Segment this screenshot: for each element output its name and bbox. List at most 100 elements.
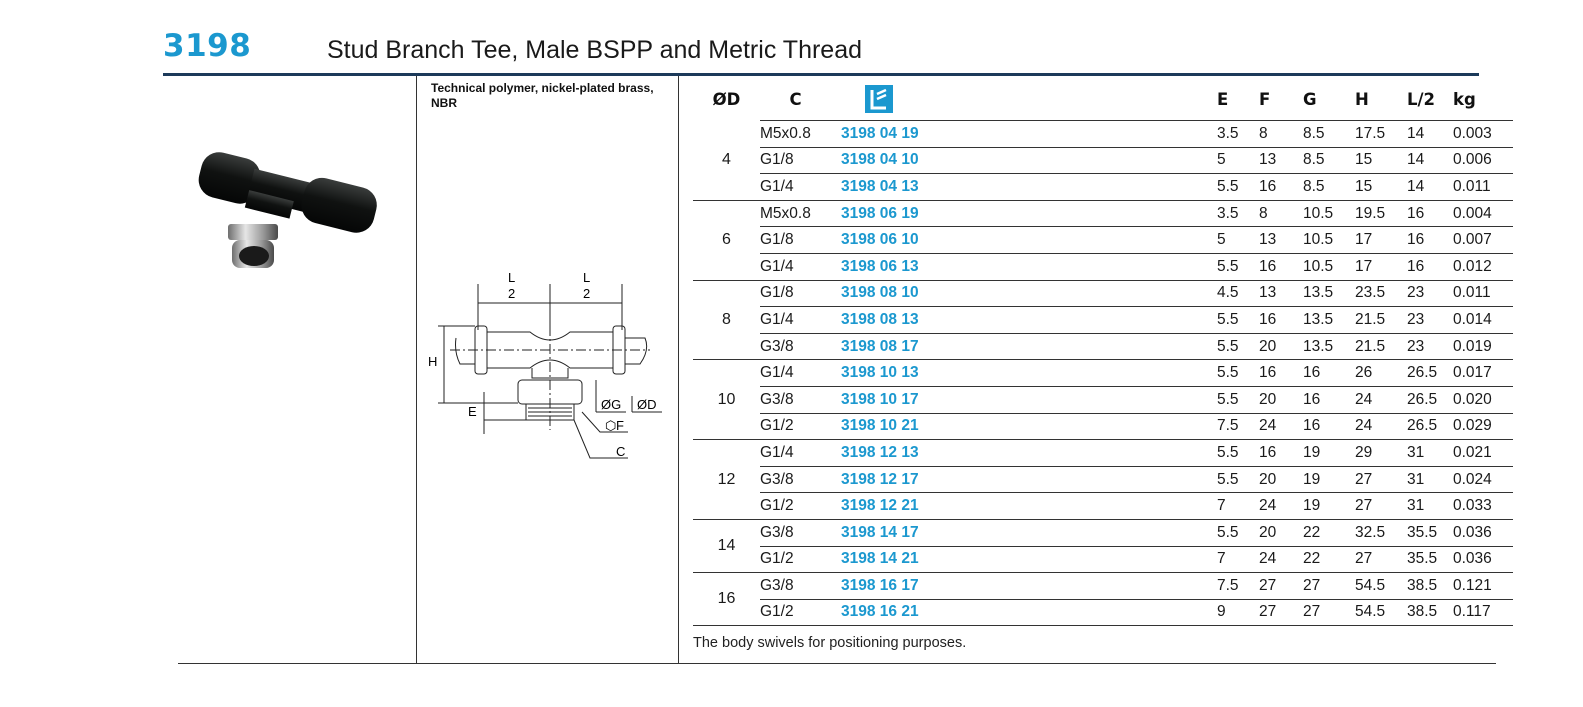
h-cell: 15 <box>1355 173 1407 201</box>
thread-cell: G1/2 <box>760 492 831 520</box>
g-cell: 16 <box>1303 413 1355 441</box>
kg-cell: 0.020 <box>1453 386 1513 414</box>
od-cell: 12 <box>693 439 760 520</box>
e-cell: 5 <box>1217 226 1259 254</box>
thread-cell: G1/4 <box>760 359 831 387</box>
technical-drawing: L 2 L 2 H E ØG ØD ⬡ F C <box>428 270 662 459</box>
od-cell: 16 <box>693 572 760 627</box>
l2-cell: 16 <box>1407 226 1453 254</box>
part-number-link[interactable]: 3198 08 13 <box>831 306 1217 334</box>
e-cell: 4.5 <box>1217 280 1259 308</box>
column-divider-left <box>416 76 417 663</box>
kg-cell: 0.006 <box>1453 147 1513 175</box>
h-cell: 23.5 <box>1355 280 1407 308</box>
part-number-link[interactable]: 3198 14 17 <box>831 519 1217 547</box>
g-cell: 16 <box>1303 359 1355 387</box>
l2-cell: 38.5 <box>1407 572 1453 600</box>
header-f: F <box>1259 78 1303 121</box>
thread-cell: G1/2 <box>760 546 831 574</box>
product-photo <box>198 152 377 268</box>
product-code: 3198 <box>163 28 252 64</box>
e-cell: 5.5 <box>1217 173 1259 201</box>
part-number-link[interactable]: 3198 10 21 <box>831 413 1217 441</box>
thread-cell: G1/8 <box>760 226 831 254</box>
material-description: Technical polymer, nickel-plated brass, … <box>431 81 654 110</box>
part-number-link[interactable]: 3198 04 19 <box>831 120 1217 148</box>
f-cell: 16 <box>1259 173 1303 201</box>
thread-cell: G1/4 <box>760 439 831 467</box>
kg-cell: 0.024 <box>1453 466 1513 494</box>
part-number-link[interactable]: 3198 16 17 <box>831 572 1217 600</box>
thread-cell: G1/4 <box>760 253 831 281</box>
part-number-link[interactable]: 3198 12 13 <box>831 439 1217 467</box>
h-cell: 19.5 <box>1355 200 1407 228</box>
h-cell: 21.5 <box>1355 333 1407 361</box>
od-cell: 4 <box>693 120 760 201</box>
thread-cell: G3/8 <box>760 386 831 414</box>
part-number-link[interactable]: 3198 16 21 <box>831 599 1217 627</box>
g-cell: 8.5 <box>1303 147 1355 175</box>
e-cell: 9 <box>1217 599 1259 627</box>
header-part-logo <box>831 78 1217 121</box>
od-cell: 10 <box>693 359 760 441</box>
f-cell: 8 <box>1259 200 1303 228</box>
part-number-link[interactable]: 3198 10 17 <box>831 386 1217 414</box>
thread-cell: G1/4 <box>760 306 831 334</box>
part-number-link[interactable]: 3198 08 17 <box>831 333 1217 361</box>
l2-cell: 14 <box>1407 120 1453 148</box>
dim-d-label: ØD <box>637 397 657 412</box>
e-cell: 5.5 <box>1217 439 1259 467</box>
part-number-link[interactable]: 3198 04 10 <box>831 147 1217 175</box>
h-cell: 29 <box>1355 439 1407 467</box>
h-cell: 17 <box>1355 253 1407 281</box>
e-cell: 5.5 <box>1217 333 1259 361</box>
g-cell: 13.5 <box>1303 280 1355 308</box>
part-number-link[interactable]: 3198 04 13 <box>831 173 1217 201</box>
h-cell: 54.5 <box>1355 599 1407 627</box>
part-number-link[interactable]: 3198 06 10 <box>831 226 1217 254</box>
dim-l-label-1: L <box>508 270 515 285</box>
e-cell: 7 <box>1217 546 1259 574</box>
thread-cell: G3/8 <box>760 572 831 600</box>
l2-cell: 26.5 <box>1407 386 1453 414</box>
h-cell: 21.5 <box>1355 306 1407 334</box>
kg-cell: 0.036 <box>1453 519 1513 547</box>
part-number-link[interactable]: 3198 14 21 <box>831 546 1217 574</box>
bottom-rule <box>178 663 1496 664</box>
e-cell: 5 <box>1217 147 1259 175</box>
part-number-link[interactable]: 3198 06 13 <box>831 253 1217 281</box>
g-cell: 22 <box>1303 546 1355 574</box>
part-number-link[interactable]: 3198 08 10 <box>831 280 1217 308</box>
part-number-link[interactable]: 3198 06 19 <box>831 200 1217 228</box>
thread-cell: G3/8 <box>760 519 831 547</box>
h-cell: 27 <box>1355 466 1407 494</box>
f-cell: 20 <box>1259 466 1303 494</box>
header-h: H <box>1355 78 1407 121</box>
part-number-link[interactable]: 3198 12 21 <box>831 492 1217 520</box>
l2-cell: 14 <box>1407 147 1453 175</box>
part-number-link[interactable]: 3198 12 17 <box>831 466 1217 494</box>
thread-cell: M5x0.8 <box>760 120 831 148</box>
g-cell: 10.5 <box>1303 200 1355 228</box>
f-cell: 20 <box>1259 386 1303 414</box>
l2-cell: 31 <box>1407 492 1453 520</box>
kg-cell: 0.003 <box>1453 120 1513 148</box>
thread-cell: G1/8 <box>760 280 831 308</box>
g-cell: 10.5 <box>1303 226 1355 254</box>
kg-cell: 0.012 <box>1453 253 1513 281</box>
f-cell: 16 <box>1259 253 1303 281</box>
dim-l-label-2-denominator: 2 <box>583 286 590 301</box>
part-number-link[interactable]: 3198 10 13 <box>831 359 1217 387</box>
kg-cell: 0.011 <box>1453 280 1513 308</box>
e-cell: 5.5 <box>1217 306 1259 334</box>
